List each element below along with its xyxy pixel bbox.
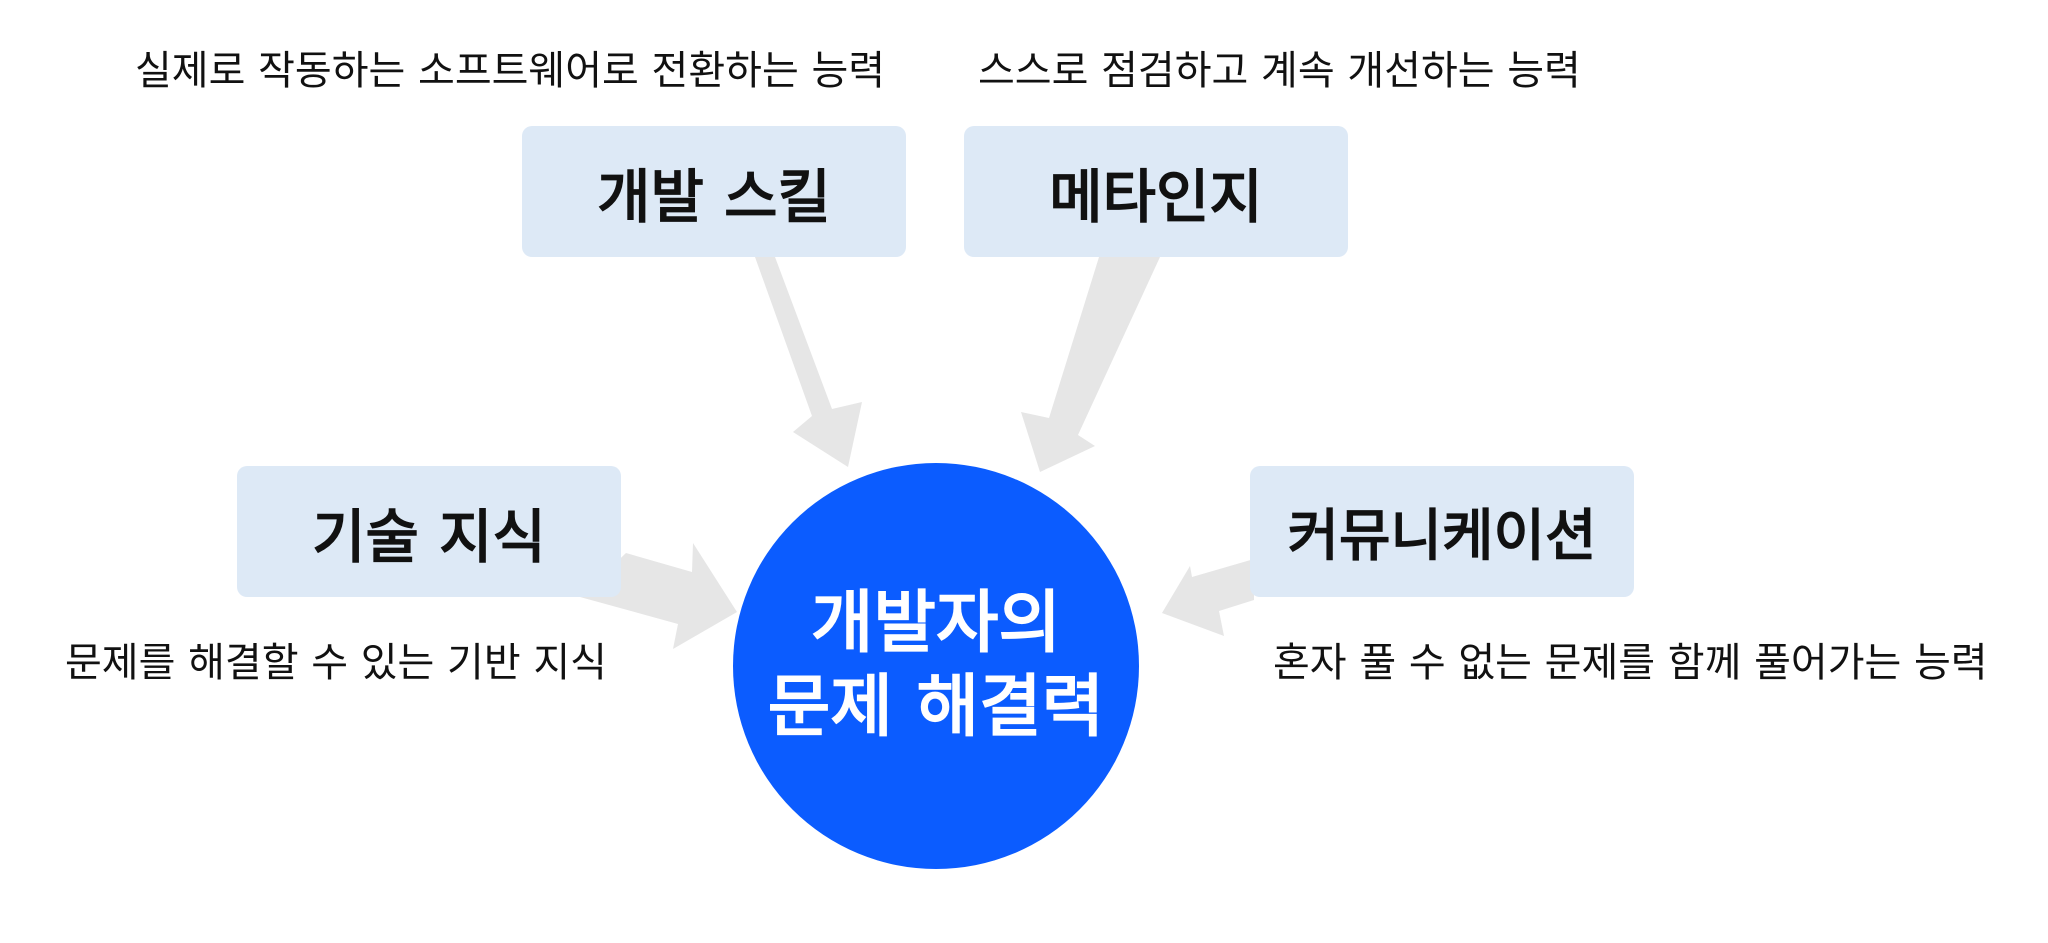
metacognition-box: 메타인지	[964, 126, 1348, 257]
dev-skill-description: 실제로 작동하는 소프트웨어로 전환하는 능력	[135, 48, 886, 94]
metacognition-description: 스스로 점검하고 계속 개선하는 능력	[978, 48, 1581, 94]
tech-knowledge-box: 기술 지식	[237, 466, 621, 597]
communication-description: 혼자 풀 수 없는 문제를 함께 풀어가는 능력	[1273, 640, 1988, 686]
arrow-dev-skill	[715, 257, 862, 467]
center-title-line1: 개발자의	[810, 584, 1062, 663]
communication-box: 커뮤니케이션	[1250, 466, 1634, 597]
problem-solving-circle: 개발자의 문제 해결력	[733, 463, 1139, 869]
dev-skill-box: 개발 스킬	[522, 126, 906, 257]
center-title-line2: 문제 해결력	[767, 668, 1105, 747]
tech-knowledge-description: 문제를 해결할 수 있는 기반 지식	[65, 640, 607, 686]
arrow-communication	[1162, 559, 1254, 636]
arrow-metacognition	[1021, 257, 1160, 472]
